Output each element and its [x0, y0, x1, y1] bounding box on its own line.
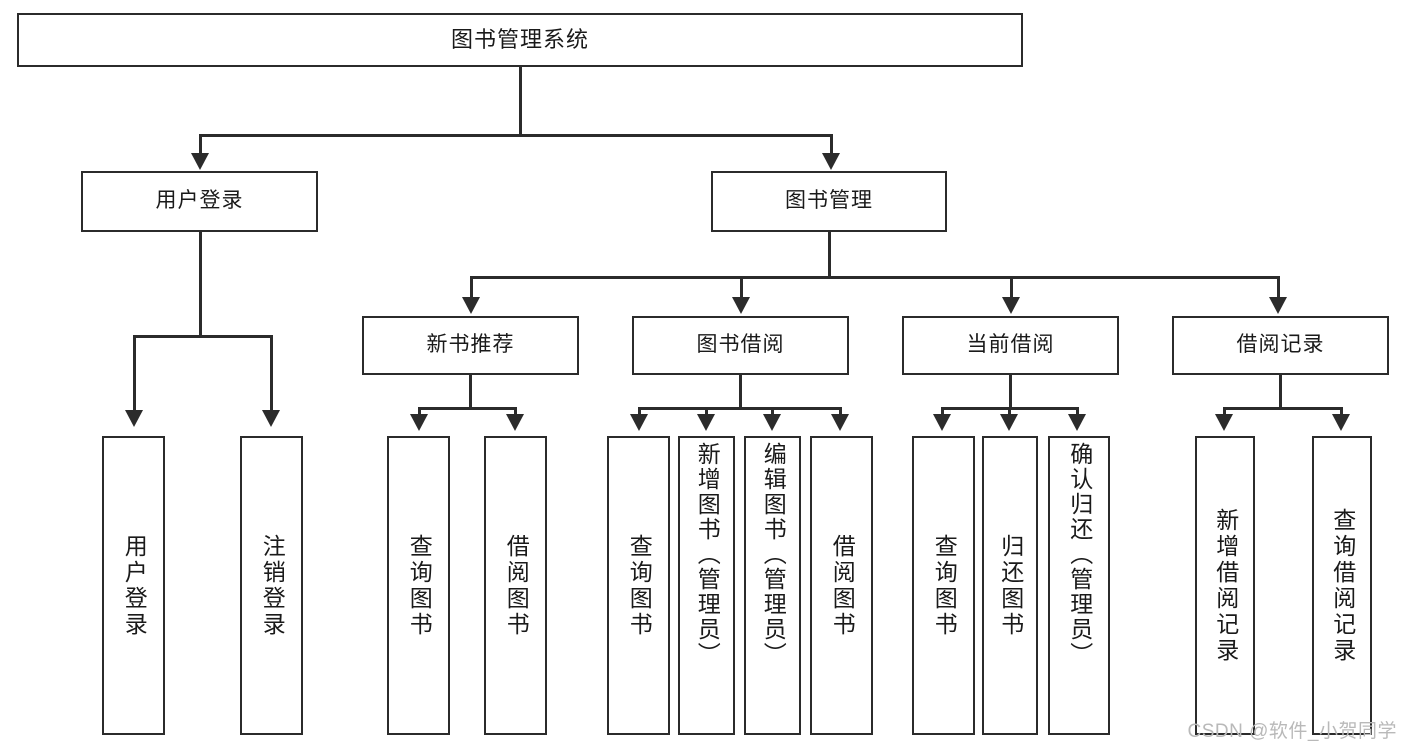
- leaf-edit-book-admin[interactable]: 编辑图书（管理员）: [744, 436, 801, 735]
- node-current-borrow[interactable]: 当前借阅: [902, 316, 1119, 375]
- node-root-system[interactable]: 图书管理系统: [17, 13, 1023, 67]
- node-label: 用户登录: [155, 189, 244, 213]
- connector-new-bus: [418, 407, 517, 410]
- arrow-to-borrow-records: [1269, 297, 1287, 314]
- connector-borrow-b0: [638, 407, 641, 416]
- connector-root-stem: [519, 67, 522, 136]
- leaf-return-book[interactable]: 归还图书: [982, 436, 1038, 735]
- arrow-to-leaf-7: [831, 414, 849, 431]
- connector-book-b0: [470, 276, 473, 300]
- arrow-to-leaf-11: [1215, 414, 1233, 431]
- arrow-to-leaf-9: [1000, 414, 1018, 431]
- connector-rec-stem: [1279, 375, 1282, 410]
- arrow-to-leaf-5: [697, 414, 715, 431]
- connector-login-b0: [133, 335, 136, 413]
- leaf-label: 查询图书: [406, 533, 433, 638]
- leaf-add-borrow-record[interactable]: 新增借阅记录: [1195, 436, 1255, 735]
- connector-borrow-b1: [705, 407, 708, 416]
- arrow-to-book-borrow: [732, 297, 750, 314]
- connector-book-bus: [470, 276, 1280, 279]
- connector-new-b1: [514, 407, 517, 416]
- arrow-to-leaf-12: [1332, 414, 1350, 431]
- node-user-login[interactable]: 用户登录: [81, 171, 318, 232]
- arrow-to-new-books: [462, 297, 480, 314]
- connector-book-b2: [1010, 276, 1013, 300]
- node-label: 新书推荐: [426, 333, 515, 357]
- leaf-label: 新增图书（管理员）: [694, 442, 721, 667]
- connector-borrow-b3: [839, 407, 842, 416]
- leaf-label: 用户登录: [121, 533, 148, 638]
- connector-root-bus: [199, 134, 831, 137]
- arrow-to-leaf-10: [1068, 414, 1086, 431]
- arrow-to-leaf-0: [125, 410, 143, 427]
- node-borrow-records[interactable]: 借阅记录: [1172, 316, 1389, 375]
- connector-root-to-book: [830, 134, 833, 156]
- connector-cur-b2: [1076, 407, 1079, 416]
- connector-rec-bus: [1223, 407, 1343, 410]
- connector-cur-b0: [941, 407, 944, 416]
- leaf-query-book-current[interactable]: 查询图书: [912, 436, 975, 735]
- leaf-label: 查询借阅记录: [1329, 507, 1356, 664]
- arrow-to-leaf-4: [630, 414, 648, 431]
- leaf-user-login[interactable]: 用户登录: [102, 436, 165, 735]
- leaf-label: 注销登录: [259, 533, 286, 638]
- connector-new-b0: [418, 407, 421, 416]
- leaf-label: 借阅图书: [503, 533, 530, 638]
- leaf-borrow-book-new[interactable]: 借阅图书: [484, 436, 547, 735]
- connector-borrow-b2: [771, 407, 774, 416]
- connector-book-b3: [1277, 276, 1280, 300]
- arrow-to-leaf-6: [763, 414, 781, 431]
- node-label: 图书借阅: [696, 333, 785, 357]
- arrow-to-current-borrow: [1002, 297, 1020, 314]
- leaf-query-book-borrow[interactable]: 查询图书: [607, 436, 670, 735]
- leaf-confirm-return-admin[interactable]: 确认归还（管理员）: [1048, 436, 1110, 735]
- connector-rec-b0: [1223, 407, 1226, 416]
- node-label: 图书管理系统: [450, 27, 589, 53]
- connector-rec-b1: [1340, 407, 1343, 416]
- leaf-label: 查询图书: [931, 533, 958, 638]
- connector-cur-stem: [1009, 375, 1012, 410]
- connector-cur-b1: [1008, 407, 1011, 416]
- leaf-label: 新增借阅记录: [1212, 507, 1239, 664]
- leaf-label: 编辑图书（管理员）: [760, 442, 787, 667]
- leaf-query-borrow-record[interactable]: 查询借阅记录: [1312, 436, 1372, 735]
- node-label: 当前借阅: [966, 333, 1055, 357]
- node-label: 图书管理: [785, 189, 873, 213]
- leaf-label: 查询图书: [626, 533, 653, 638]
- leaf-logout[interactable]: 注销登录: [240, 436, 303, 735]
- leaf-label: 确认归还（管理员）: [1066, 442, 1093, 667]
- arrow-to-leaf-8: [933, 414, 951, 431]
- leaf-label: 归还图书: [997, 533, 1024, 638]
- node-book-management[interactable]: 图书管理: [711, 171, 947, 232]
- connector-new-stem: [469, 375, 472, 410]
- leaf-label: 借阅图书: [829, 533, 856, 638]
- connector-borrow-stem: [739, 375, 742, 410]
- arrow-to-leaf-2: [410, 414, 428, 431]
- connector-book-b1: [740, 276, 743, 300]
- arrow-to-user-login: [191, 153, 209, 170]
- arrow-to-leaf-3: [506, 414, 524, 431]
- leaf-query-book-new[interactable]: 查询图书: [387, 436, 450, 735]
- arrow-to-book-manage: [822, 153, 840, 170]
- connector-login-stem: [199, 232, 202, 337]
- connector-borrow-bus: [638, 407, 842, 410]
- leaf-add-book-admin[interactable]: 新增图书（管理员）: [678, 436, 735, 735]
- connector-login-b1: [270, 335, 273, 413]
- connector-login-bus: [133, 335, 272, 338]
- connector-book-stem: [828, 232, 831, 278]
- node-label: 借阅记录: [1236, 333, 1325, 357]
- leaf-borrow-book[interactable]: 借阅图书: [810, 436, 873, 735]
- node-new-book-recommend[interactable]: 新书推荐: [362, 316, 579, 375]
- connector-root-to-login: [199, 134, 202, 156]
- arrow-to-leaf-1: [262, 410, 280, 427]
- node-book-borrow[interactable]: 图书借阅: [632, 316, 849, 375]
- watermark-text: CSDN @软件_小贺同学: [1187, 721, 1397, 742]
